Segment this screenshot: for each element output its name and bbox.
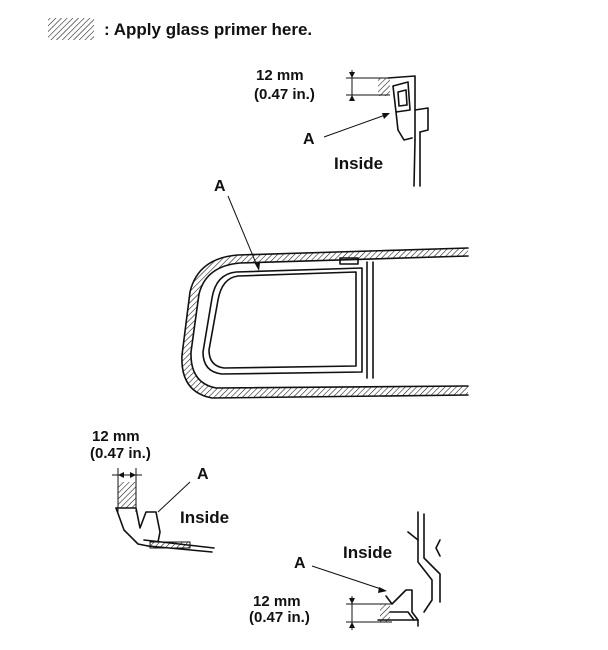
detail-top-callout-a: A [303, 131, 315, 148]
legend: : Apply glass primer here. [48, 18, 312, 40]
overview-callout-a: A [214, 178, 226, 195]
detail-bottom-dim-in: (0.47 in.) [249, 609, 310, 626]
hatch-swatch-icon [48, 18, 94, 40]
detail-bottom-dim-mm: 12 mm [253, 593, 301, 610]
window-overview: A [181, 178, 469, 399]
detail-left: 12 mm (0.47 in.) A Inside [90, 428, 229, 553]
detail-bottom-callout-a: A [294, 555, 306, 572]
detail-top-dim-in: (0.47 in.) [254, 86, 315, 103]
detail-top-inside-label: Inside [334, 154, 383, 173]
detail-left-dim-in: (0.47 in.) [90, 445, 151, 462]
detail-bottom-inside-label: Inside [343, 543, 392, 562]
legend-text: : Apply glass primer here. [104, 20, 312, 39]
detail-top: 12 mm (0.47 in.) A Inside [254, 67, 429, 187]
detail-left-inside-label: Inside [180, 508, 229, 527]
detail-left-callout-a: A [197, 466, 209, 483]
detail-bottom: Inside A 12 mm (0.47 in.) [249, 511, 441, 630]
detail-left-dim-mm: 12 mm [92, 428, 140, 445]
detail-top-dim-mm: 12 mm [256, 67, 304, 84]
